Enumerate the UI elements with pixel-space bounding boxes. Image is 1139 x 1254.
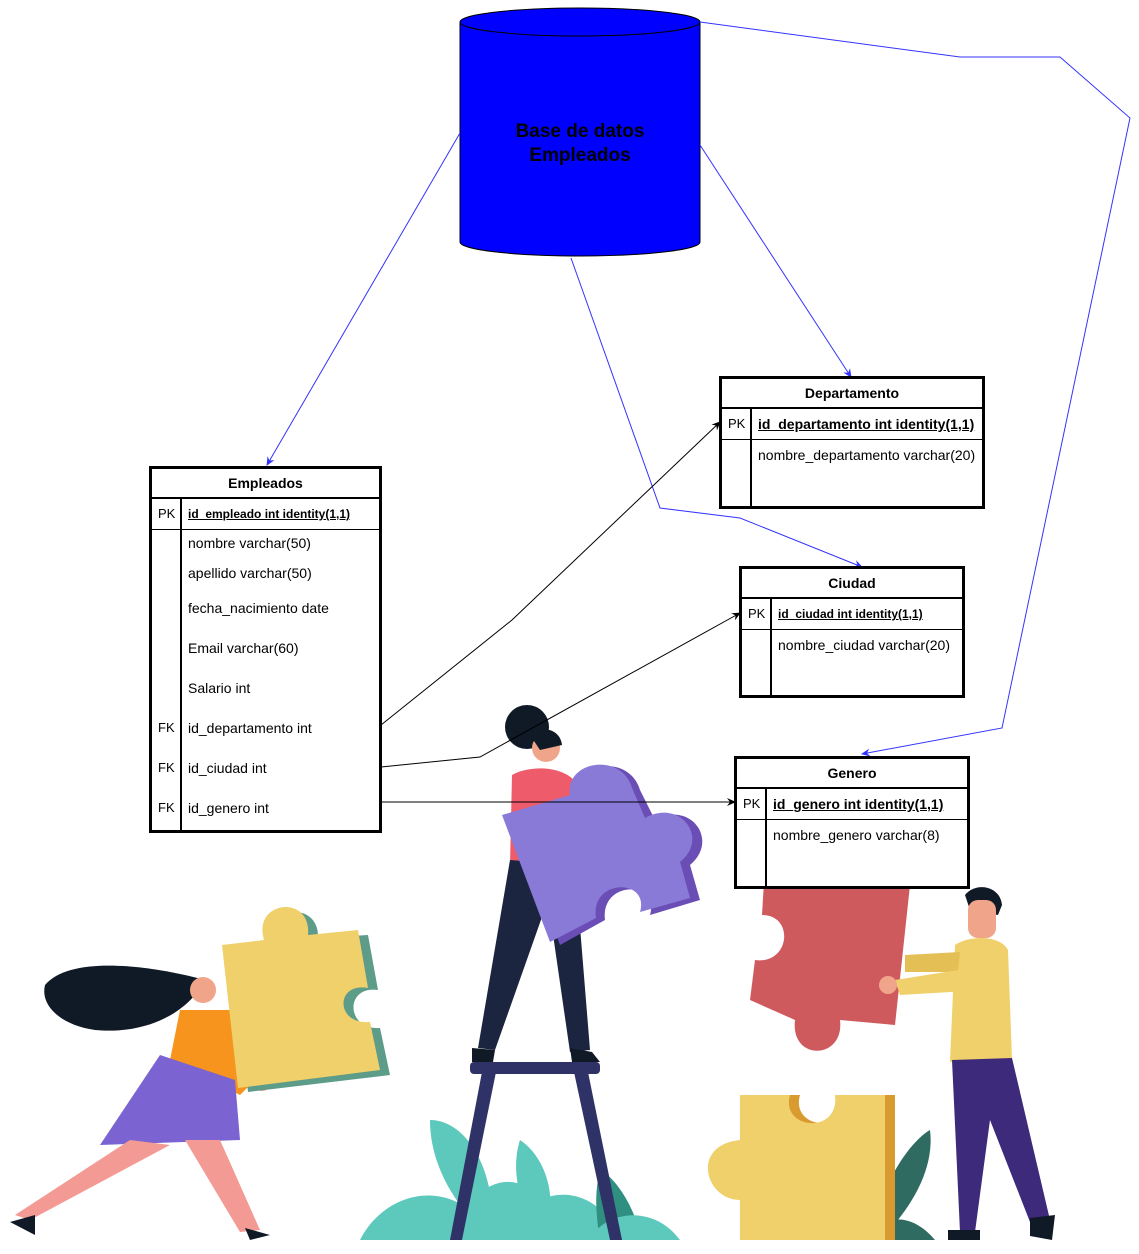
puzzle-illustration bbox=[10, 705, 1055, 1240]
field-label: nombre_departamento varchar(20) bbox=[758, 447, 976, 463]
field-label: apellido varchar(50) bbox=[188, 565, 312, 581]
key-column bbox=[722, 409, 752, 506]
table-title: Genero bbox=[737, 759, 967, 789]
key-label: PK bbox=[728, 416, 746, 431]
puzzle-piece-red-icon bbox=[750, 865, 910, 1051]
link-fk-ciudad bbox=[380, 612, 741, 768]
table-departamento[interactable]: Departamento PK id_departamento int iden… bbox=[719, 376, 985, 509]
key-column bbox=[742, 599, 772, 695]
field-label: id_departamento int bbox=[188, 720, 312, 736]
key-label: FK bbox=[158, 720, 175, 735]
key-label: PK bbox=[158, 506, 176, 521]
field-label: nombre varchar(50) bbox=[188, 535, 311, 551]
table-ciudad[interactable]: Ciudad PK id_ciudad int identity(1,1) no… bbox=[739, 566, 965, 698]
link-db-empleados bbox=[266, 132, 461, 466]
table-row-pk[interactable]: PK id_empleado int identity(1,1) bbox=[152, 499, 379, 530]
key-column bbox=[737, 789, 767, 886]
link-db-departamento bbox=[699, 144, 852, 378]
key-label: PK bbox=[743, 796, 761, 811]
database-label-line1: Base de datos bbox=[515, 121, 645, 142]
table-row-pk[interactable]: PK id_ciudad int identity(1,1) bbox=[742, 599, 962, 630]
table-genero[interactable]: Genero PK id_genero int identity(1,1) no… bbox=[734, 756, 970, 889]
link-db-ciudad bbox=[570, 257, 863, 568]
table-empleados[interactable]: Empleados PK id_empleado int identity(1,… bbox=[149, 466, 382, 833]
table-title: Departamento bbox=[722, 379, 982, 409]
foreign-key-links bbox=[380, 421, 741, 806]
puzzle-piece-yellow-left-icon bbox=[222, 906, 390, 1092]
link-fk-departamento bbox=[380, 421, 721, 726]
table-title: Empleados bbox=[152, 469, 379, 499]
database-label: Base de datos Empleados bbox=[462, 120, 698, 168]
field-label: nombre_ciudad varchar(20) bbox=[778, 637, 950, 653]
table-row-pk[interactable]: PK id_departamento int identity(1,1) bbox=[722, 409, 982, 440]
puzzle-piece-purple-icon bbox=[502, 764, 703, 945]
field-label: Salario int bbox=[188, 680, 251, 696]
key-label: FK bbox=[158, 800, 175, 815]
table-row-pk[interactable]: PK id_genero int identity(1,1) bbox=[737, 789, 967, 820]
key-column bbox=[152, 499, 182, 830]
man-right-figure bbox=[879, 887, 1055, 1240]
database-label-line2: Empleados bbox=[529, 145, 631, 166]
woman-center-figure bbox=[450, 705, 622, 1240]
table-title: Ciudad bbox=[742, 569, 962, 599]
database-cylinder bbox=[459, 7, 701, 257]
field-label: id_empleado int identity(1,1) bbox=[188, 507, 351, 521]
field-label: id_ciudad int bbox=[188, 760, 267, 776]
database-links bbox=[266, 21, 1131, 757]
puzzle-piece-yellow-right-icon bbox=[707, 1095, 895, 1240]
field-label: id_genero int bbox=[188, 800, 269, 816]
plant-left-icon bbox=[360, 1120, 680, 1240]
field-label: nombre_genero varchar(8) bbox=[773, 827, 940, 843]
field-label: Email varchar(60) bbox=[188, 640, 299, 656]
link-db-genero bbox=[699, 21, 1131, 757]
field-label: id_departamento int identity(1,1) bbox=[758, 416, 975, 432]
key-label: FK bbox=[158, 760, 175, 775]
field-label: id_ciudad int identity(1,1) bbox=[778, 607, 923, 621]
field-label: fecha_nacimiento date bbox=[188, 600, 329, 616]
field-label: id_genero int identity(1,1) bbox=[773, 796, 944, 812]
key-label: PK bbox=[748, 606, 766, 621]
